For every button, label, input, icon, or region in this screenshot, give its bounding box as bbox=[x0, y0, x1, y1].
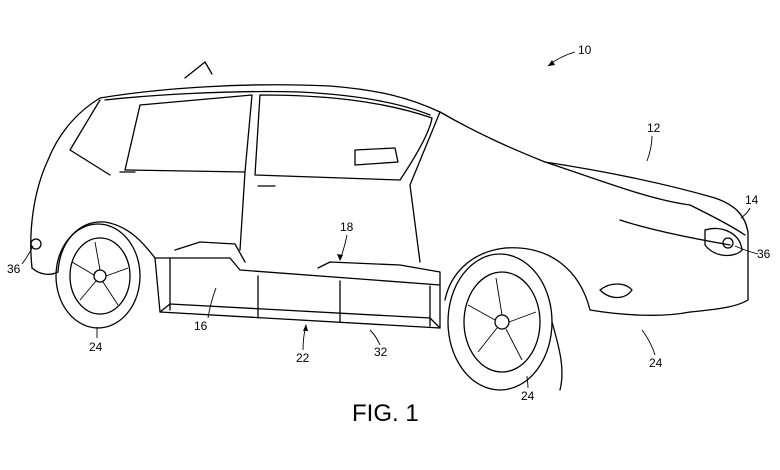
figure-caption: FIG. 1 bbox=[352, 400, 419, 427]
battery-pack bbox=[154, 241, 441, 329]
label-14: 14 bbox=[745, 193, 759, 207]
label-24-front: 24 bbox=[521, 389, 535, 403]
label-36-front: 36 bbox=[757, 247, 771, 261]
car-body-outline bbox=[30, 61, 749, 316]
label-24-rear: 24 bbox=[89, 340, 103, 354]
wheel-front bbox=[447, 253, 563, 391]
label-16: 16 bbox=[194, 319, 208, 333]
label-18: 18 bbox=[340, 220, 354, 234]
front-light bbox=[704, 227, 743, 257]
label-32: 32 bbox=[374, 345, 388, 359]
label-10: 10 bbox=[578, 43, 592, 57]
label-12: 12 bbox=[647, 121, 661, 135]
label-36-rear: 36 bbox=[7, 262, 21, 276]
wheel-rear bbox=[55, 223, 141, 329]
label-24-right: 24 bbox=[649, 356, 663, 370]
rear-light bbox=[30, 238, 42, 250]
leader-lines bbox=[21, 51, 759, 389]
label-22: 22 bbox=[296, 351, 310, 365]
